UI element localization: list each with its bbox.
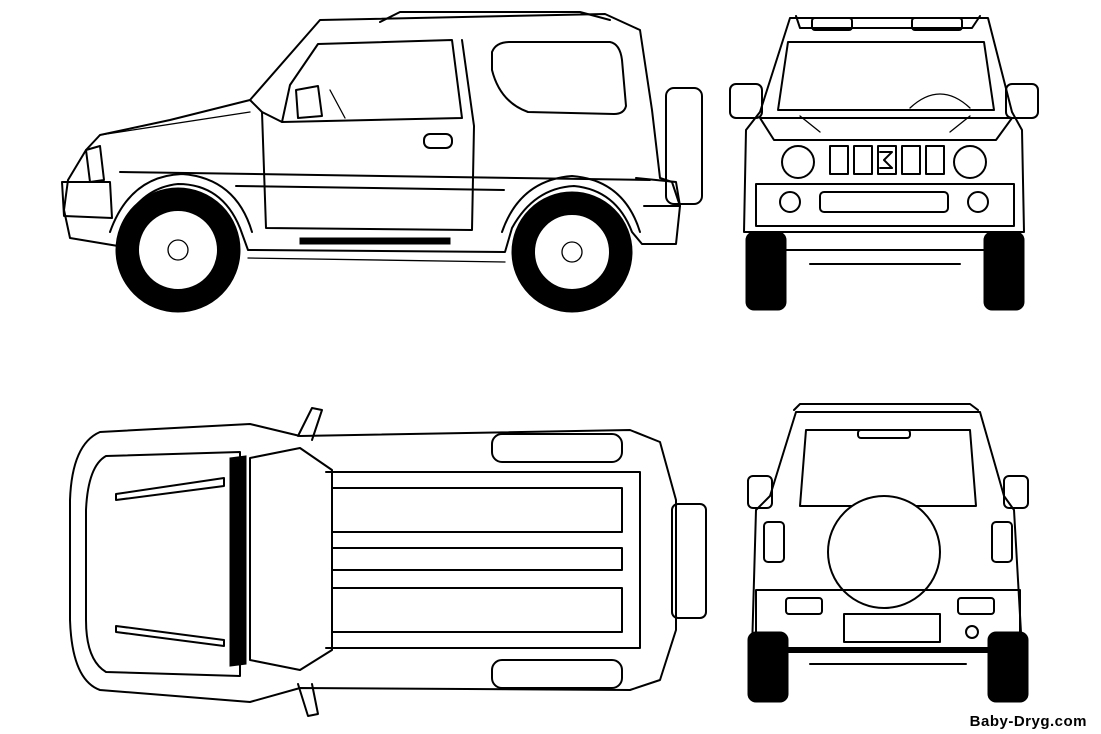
front-badge-icon	[879, 151, 893, 169]
front-body-outline	[743, 17, 1025, 233]
front-foglight-right	[967, 191, 989, 213]
watermark-text: Baby-Dryg.com	[969, 713, 1087, 730]
front-mirror-right	[1005, 83, 1039, 119]
side-steering-wheel	[329, 89, 346, 119]
side-hood-line	[99, 111, 251, 136]
rear-tow-hitch	[965, 625, 979, 639]
side-spare-tire	[665, 87, 703, 205]
side-moulding-lower	[235, 185, 505, 191]
front-hood-vent-right	[949, 115, 971, 133]
top-hood	[85, 451, 241, 677]
front-tire-left	[745, 231, 787, 311]
side-body-outline	[63, 13, 681, 253]
front-bumper	[755, 183, 1015, 227]
front-roof-rack-right	[911, 17, 963, 31]
rear-taillight-left	[763, 521, 785, 563]
side-door	[261, 39, 475, 231]
side-rear-hub	[561, 241, 583, 263]
rear-lamp-right	[957, 597, 995, 615]
front-foglight-left	[779, 191, 801, 213]
side-rear-bumper	[635, 177, 681, 207]
front-grille	[829, 145, 945, 175]
rear-taillight-right	[991, 521, 1013, 563]
front-steering-wheel	[909, 93, 971, 109]
front-windshield	[777, 41, 995, 111]
rear-mirror-left	[747, 475, 773, 509]
top-mirror-lower	[297, 683, 319, 717]
front-axle	[785, 249, 985, 265]
side-mirror	[295, 85, 323, 119]
side-front-wheel-arch	[109, 173, 253, 233]
front-headlight-left	[781, 145, 815, 179]
side-roof-rail	[379, 11, 611, 23]
front-headlight-right	[953, 145, 987, 179]
top-mirror-upper	[297, 407, 323, 441]
side-a-pillar	[249, 99, 283, 123]
rear-brake-light	[857, 429, 911, 439]
front-mirror-left	[729, 83, 763, 119]
rear-tire-left	[747, 631, 789, 703]
top-roof-panel-1	[331, 487, 623, 533]
side-door-handle	[423, 133, 453, 149]
top-window-upper	[491, 433, 623, 463]
top-body-outline	[69, 423, 677, 703]
rear-tire-right	[987, 631, 1029, 703]
front-roof-rack-left	[811, 17, 853, 31]
top-view	[69, 407, 707, 717]
rear-spare-tire	[827, 495, 941, 609]
top-hood-vent-upper	[115, 477, 225, 501]
front-hood	[759, 117, 1013, 141]
side-front-hub	[167, 239, 189, 261]
top-roof-frame	[325, 471, 641, 649]
front-tire-right	[983, 231, 1025, 311]
front-hood-vent-left	[799, 115, 821, 133]
rear-plate-area	[843, 613, 941, 643]
side-rear-rim	[533, 213, 611, 291]
top-spare-tire	[671, 503, 707, 619]
side-view	[61, 11, 703, 313]
side-headlight	[85, 145, 105, 183]
rear-mirror-right	[1003, 475, 1029, 509]
top-hood-vent-lower	[115, 625, 225, 647]
front-plate-area	[819, 191, 949, 213]
side-front-bumper	[61, 181, 113, 219]
side-rear-wheel-arch	[501, 175, 641, 233]
rear-body-outline	[751, 411, 1023, 651]
top-roof-panel-2	[331, 547, 623, 571]
front-view	[729, 15, 1039, 311]
rear-lamp-left	[785, 597, 823, 615]
front-roof	[795, 15, 981, 29]
top-windshield	[249, 447, 333, 671]
side-sill	[299, 237, 451, 245]
top-cowl	[229, 455, 247, 667]
side-underbody	[247, 257, 506, 263]
top-roof-panel-3	[331, 587, 623, 633]
rear-axle	[787, 651, 989, 665]
rear-view	[747, 403, 1029, 703]
rear-roof	[793, 403, 979, 411]
side-moulding	[119, 171, 651, 181]
side-rear-window	[491, 41, 627, 115]
side-front-window	[281, 39, 463, 123]
rear-window	[799, 429, 977, 507]
side-front-rim	[137, 209, 219, 291]
top-window-lower	[491, 659, 623, 689]
